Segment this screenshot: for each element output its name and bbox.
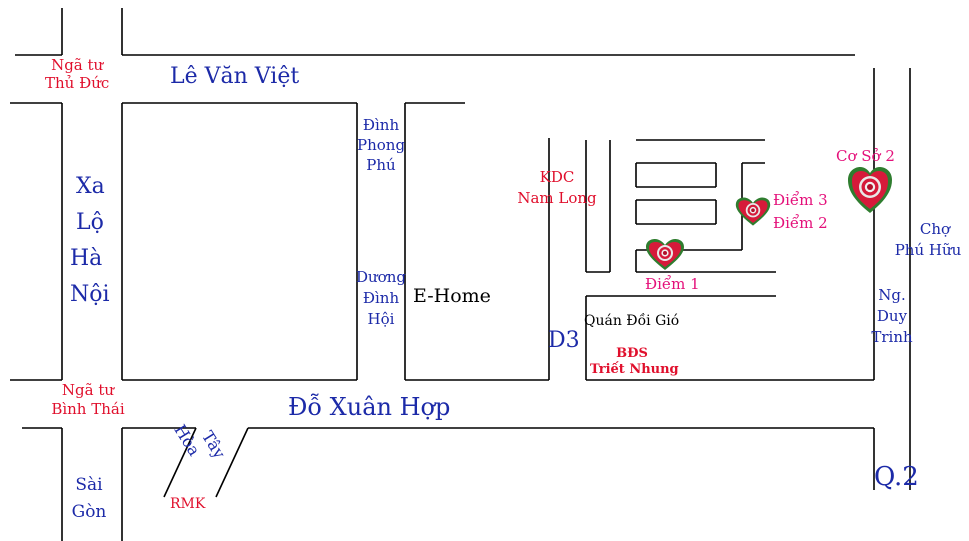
label-line: Ngã tư [61, 381, 115, 399]
label-rmk: RMK [170, 496, 206, 512]
label-line: Đình [362, 116, 400, 134]
label-kdc-nam-long: KDC Nam Long [510, 170, 604, 206]
label-line: Chợ [919, 220, 951, 238]
label-line: Thủ Đức [45, 74, 110, 92]
label-q2: Q.2 [874, 462, 919, 492]
label-e-home: E-Home [413, 285, 491, 307]
label-line: Nam Long [517, 189, 597, 207]
roads [10, 8, 911, 541]
label-do-xuan-hop: Đỗ Xuân Hợp [288, 393, 451, 421]
label-xa-lo-ha-noi: Xa Lộ Hà Nội [70, 176, 110, 306]
marker-label-diem-1: Điểm 1 [645, 275, 700, 293]
label-line: Sài [75, 475, 103, 495]
label-d3: D3 [548, 328, 580, 353]
label-line: BĐS [616, 346, 648, 361]
label-line: Đình [362, 289, 400, 307]
label-duong-dinh-hoi: Dương Đình Hội [355, 270, 407, 327]
label-cho-phu-huu: Chợ Phú Hữu [888, 222, 968, 258]
label-sai-gon: Sài Gòn [64, 477, 114, 521]
label-nga-tu-binh-thai: Ngã tư Bình Thái [38, 383, 138, 417]
label-line: Duy [876, 307, 908, 325]
rose-heart-icon[interactable] [644, 238, 686, 272]
label-line: Trinh [871, 328, 913, 346]
marker-label-diem-3: Điểm 3 [773, 191, 828, 209]
label-line: Triết Nhung [590, 362, 679, 377]
label-line: Lộ [76, 210, 104, 235]
label-line: Dương [356, 268, 406, 286]
label-line: Phong [357, 136, 406, 154]
label-nga-tu-thu-duc: Ngã tư Thủ Đức [45, 58, 109, 91]
label-line: Ng. [878, 286, 906, 304]
label-dinh-phong-phu: Đình Phong Phú [357, 118, 405, 173]
label-le-van-viet: Lê Văn Việt [170, 64, 300, 89]
label-line: Phú Hữu [894, 241, 962, 259]
label-line: Nội [70, 282, 110, 307]
label-line: Ngã tư [51, 56, 104, 74]
label-line: Xa [76, 174, 105, 199]
rose-heart-icon[interactable] [734, 196, 772, 228]
label-line: KDC [539, 168, 575, 186]
road-edge [215, 427, 249, 498]
label-line: Bình Thái [51, 400, 125, 418]
rose-heart-icon[interactable] [846, 165, 894, 215]
label-quan-doi-gio: Quán Đồi Gió [584, 313, 680, 329]
marker-label-co-so-2: Cơ Sở 2 [836, 147, 895, 165]
road-edge [163, 427, 197, 498]
label-bds-triet-nhung: BĐS Triết Nhung [590, 346, 679, 377]
label-line: Phú [366, 156, 396, 174]
label-line: Hà [70, 246, 103, 271]
label-ng-duy-trinh: Ng. Duy Trinh [864, 288, 920, 345]
label-line: Gòn [71, 502, 107, 522]
label-line: Hội [367, 310, 395, 328]
marker-label-diem-2: Điểm 2 [773, 214, 828, 232]
